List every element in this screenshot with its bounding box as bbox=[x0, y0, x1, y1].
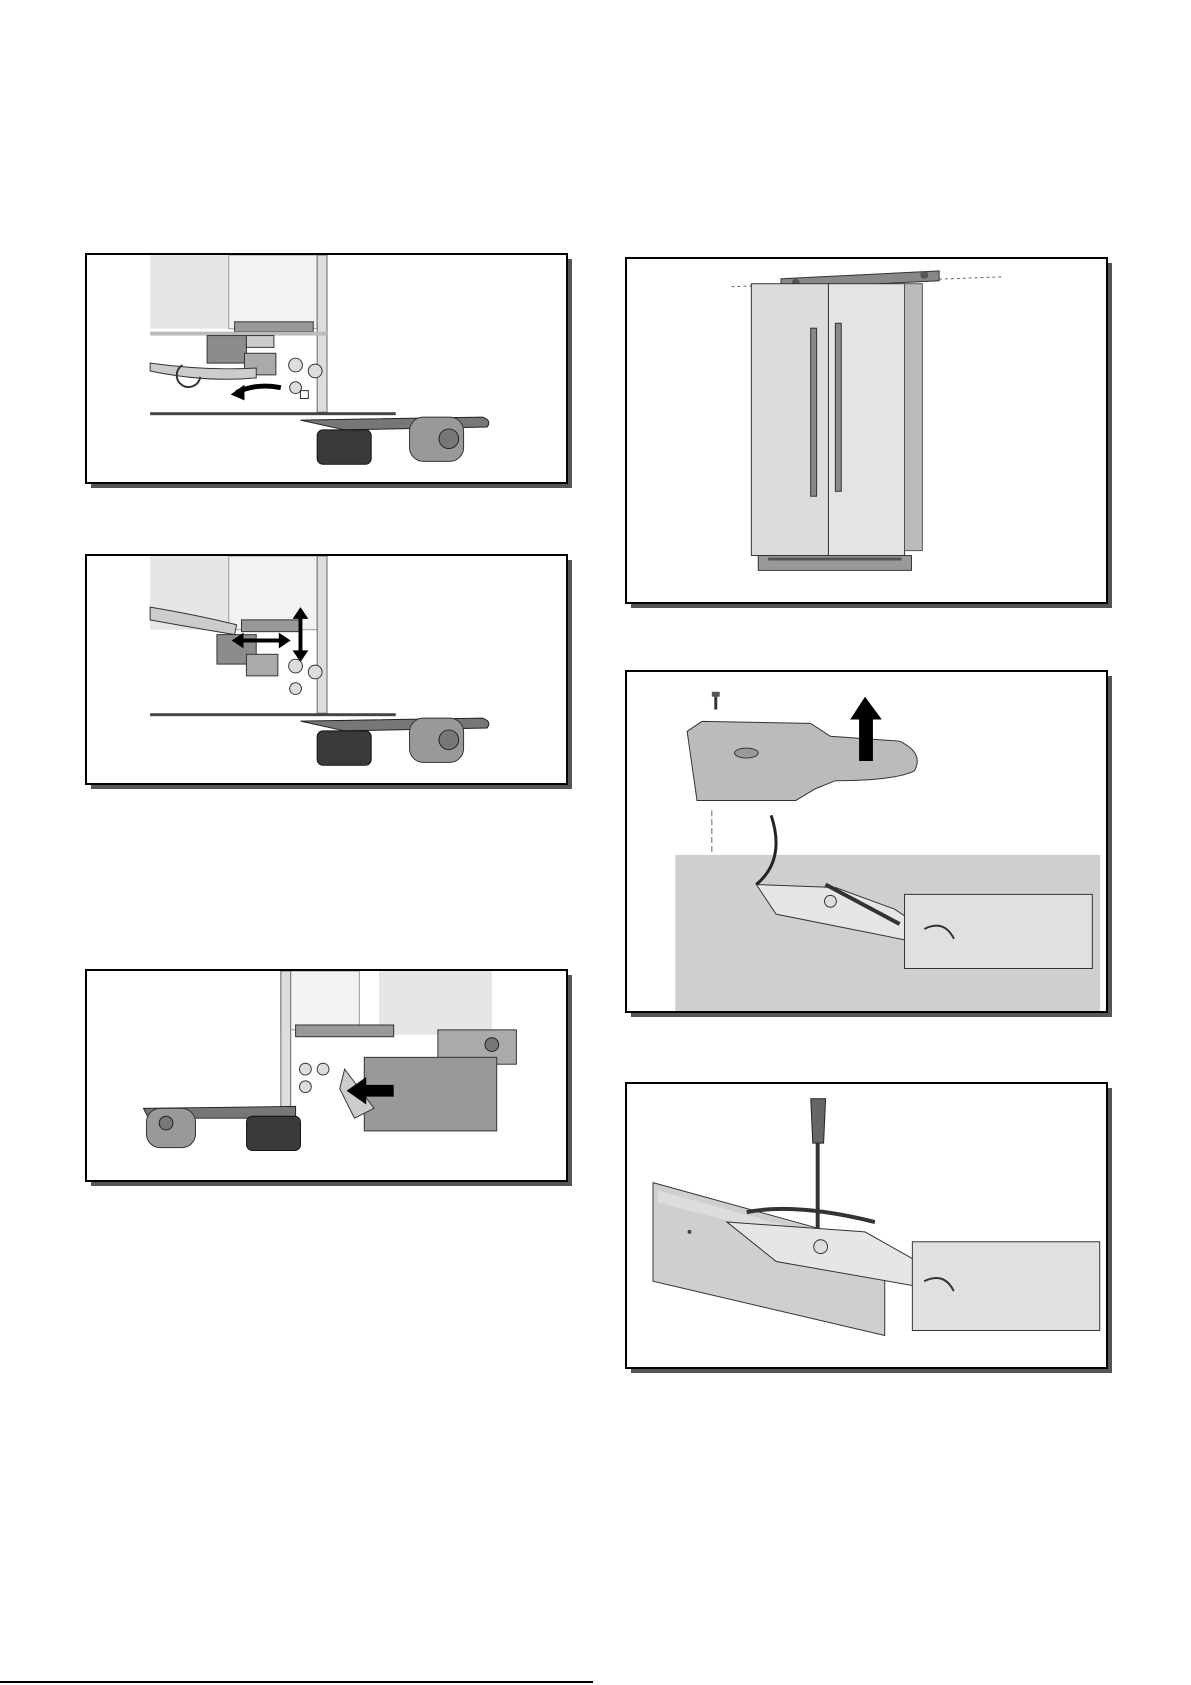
figure-slide-bracket bbox=[85, 969, 568, 1182]
footer-rule bbox=[0, 1681, 593, 1683]
figure-remove-hinge-cover bbox=[625, 670, 1108, 1013]
wrench-up-down-icon bbox=[87, 556, 566, 783]
figure-level-refrigerator bbox=[625, 257, 1108, 604]
push-arrow-icon bbox=[87, 971, 566, 1180]
figure-adjust-foot-height bbox=[85, 554, 568, 785]
figure-unscrew-hinge-plate bbox=[625, 1082, 1108, 1369]
lift-arrow-icon bbox=[627, 672, 1106, 1011]
wrench-counterclockwise-icon bbox=[87, 255, 566, 482]
screwdriver-icon bbox=[627, 1084, 1106, 1367]
spirit-level-icon bbox=[627, 259, 1106, 602]
figure-loosen-lock-nut bbox=[85, 253, 568, 484]
